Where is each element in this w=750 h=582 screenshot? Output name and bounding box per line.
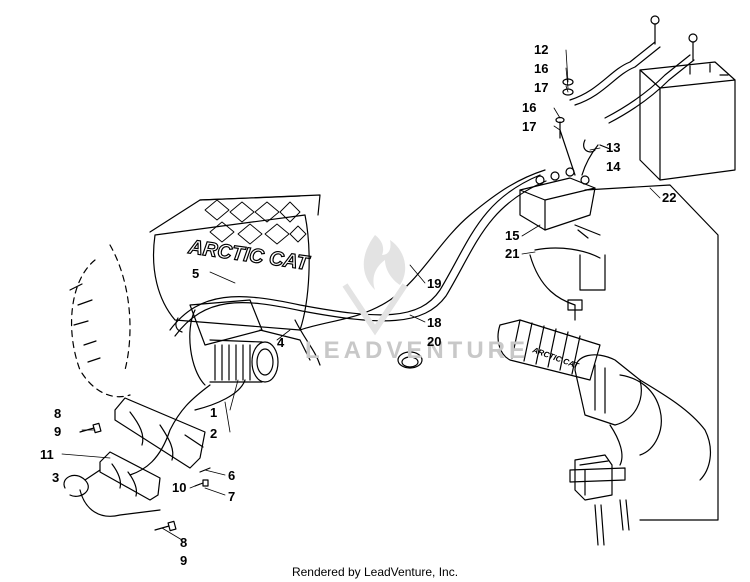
callout: 16: [522, 100, 536, 115]
winch-motor: [175, 299, 279, 386]
solenoid: [519, 167, 601, 239]
callout: 8: [54, 406, 61, 421]
callout: 17: [534, 80, 548, 95]
callout: 8: [180, 535, 187, 550]
callout: 19: [427, 276, 441, 291]
fairlead-mount: [63, 397, 206, 501]
callout: 16: [534, 61, 548, 76]
callout: 7: [228, 489, 235, 504]
bumper-brand-text: ARCTIC CAT: [186, 236, 311, 275]
callout: 10: [172, 480, 186, 495]
callout: 17: [522, 119, 536, 134]
callout: 22: [662, 190, 676, 205]
wiring-harness: [79, 169, 601, 517]
watermark-text: LEADVENTURE: [305, 337, 529, 364]
battery-cables: [559, 15, 698, 176]
callout: 5: [192, 266, 199, 281]
callout: 2: [210, 426, 217, 441]
callout: 4: [277, 335, 285, 350]
leader-lines: [61, 49, 661, 541]
callout: 9: [180, 553, 187, 568]
callout: 9: [54, 424, 61, 439]
cable-clamp: [397, 351, 423, 369]
handlebar-assembly: [497, 184, 719, 546]
callout: 14: [606, 159, 621, 174]
callout-numbers: 12 16 17 16 17 13 14 22 15 21 5 19 4 18 …: [40, 42, 676, 568]
callout: 21: [505, 246, 519, 261]
battery: [639, 61, 736, 181]
callout: 12: [534, 42, 548, 57]
callout: 11: [40, 447, 54, 462]
callout: 6: [228, 468, 235, 483]
callout: 3: [52, 470, 59, 485]
atv-front-grille: [69, 194, 321, 398]
watermark: LEADVENTURE: [305, 235, 529, 364]
callout: 18: [427, 315, 441, 330]
footer-credit: Rendered by LeadVenture, Inc.: [291, 565, 459, 579]
callout: 13: [606, 140, 620, 155]
callout: 20: [427, 334, 441, 349]
callout: 1: [210, 405, 217, 420]
callout: 15: [505, 228, 519, 243]
